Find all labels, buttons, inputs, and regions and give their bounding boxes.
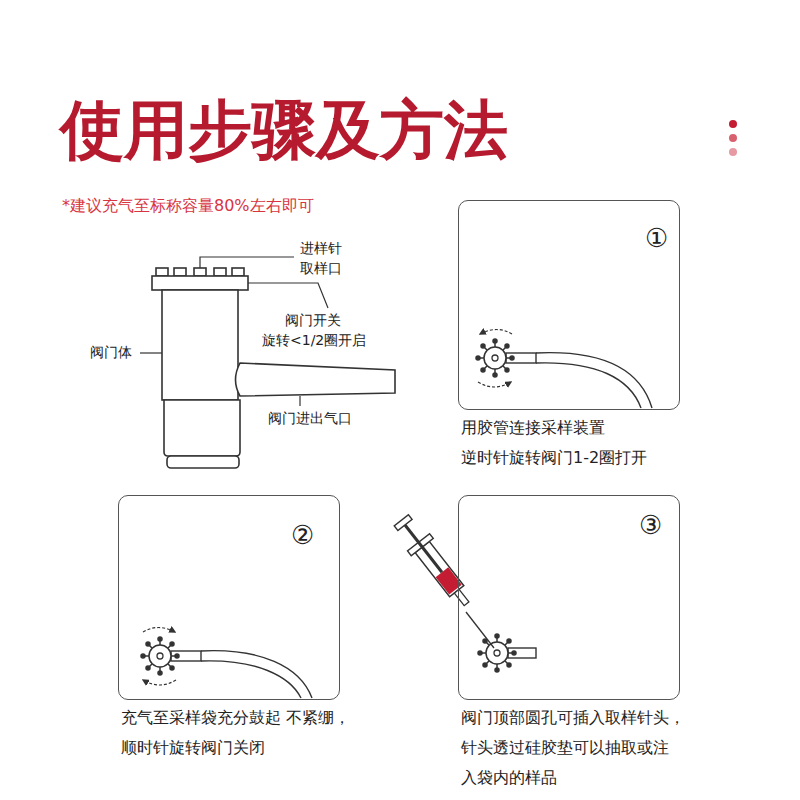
panel-1-art [476, 330, 652, 409]
step-number: ② [291, 522, 314, 548]
step-caption: 充气至采样袋充分鼓起 不紧绷，顺时针旋转阀门关闭 [121, 703, 371, 763]
page-title: 使用步骤及方法 [60, 92, 508, 169]
step-panel: ③阀门顶部圆孔可插入取样针头， 针头透过硅胶垫可以抽取或注 入袋内的样品 [458, 495, 680, 700]
step-caption: 用胶管连接采样装置 逆时针旋转阀门1-2圈打开 [461, 413, 701, 473]
part-label: 旋转<1/2圈开启 [262, 332, 366, 349]
part-label: 阀门开关 [285, 312, 341, 329]
part-label: 阀门体 [90, 344, 132, 361]
panel-2-art [141, 628, 312, 699]
valve-drawing [152, 268, 395, 468]
step-caption: 阀门顶部圆孔可插入取样针头， 针头透过硅胶垫可以抽取或注 入袋内的样品 [461, 703, 723, 793]
part-label: 阀门进出气口 [268, 410, 352, 427]
step-number: ③ [639, 512, 662, 538]
part-label: 取样口 [300, 260, 342, 277]
leader-lines [140, 257, 328, 406]
part-label: 进样针 [300, 240, 342, 257]
step-panel: ①用胶管连接采样装置 逆时针旋转阀门1-2圈打开 [458, 200, 680, 410]
decor-dots [729, 120, 737, 156]
step-number: ① [645, 225, 668, 251]
panel-3-art [390, 512, 536, 672]
step-panel: ②充气至采样袋充分鼓起 不紧绷，顺时针旋转阀门关闭 [118, 495, 340, 700]
note-text: *建议充气至标称容量80%左右即可 [62, 196, 314, 215]
